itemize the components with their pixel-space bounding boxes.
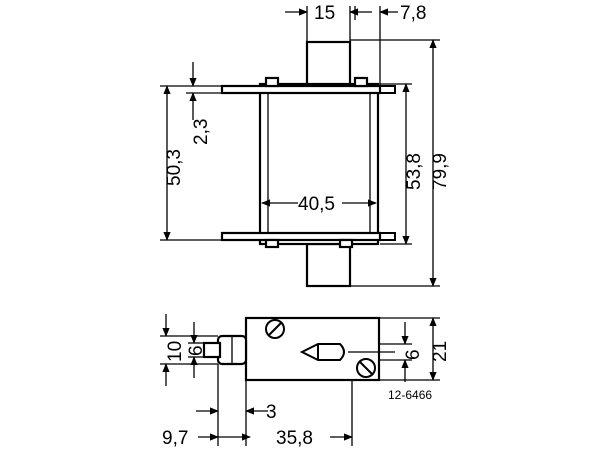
fuse-body [258, 82, 380, 246]
top-view: 15 7,8 50,3 2,3 40,5 [160, 3, 451, 288]
dim-body-height: 53,8 [380, 83, 425, 245]
dim-label-35-8: 35,8 [276, 428, 313, 449]
dim-body-width: 40,5 [261, 194, 377, 215]
dim-body-length: 35,8 [218, 428, 353, 449]
dim-label-9-7: 9,7 [162, 428, 188, 449]
dim-label-21: 21 [430, 341, 451, 362]
dim-blade-height: 50,3 [160, 85, 245, 241]
dim-left-height: 10 [160, 314, 218, 386]
top-contact [305, 40, 352, 88]
dim-slot-height: 6 [379, 322, 424, 382]
dim-label-7-8: 7,8 [400, 3, 426, 24]
top-blade [220, 76, 396, 95]
dim-total-offset: 9,7 [162, 428, 219, 449]
dim-label-3: 3 [266, 402, 277, 423]
dim-label-2-3: 2,3 [191, 119, 212, 145]
bottom-blade [220, 231, 396, 249]
bottom-contact [305, 242, 352, 288]
dim-label-50-3: 50,3 [164, 149, 185, 186]
dim-blade-offset: 2,3 [186, 62, 222, 145]
indicator-slot [299, 343, 395, 361]
dim-label-53-8: 53,8 [404, 153, 425, 190]
screw-icon [356, 358, 376, 378]
dim-contact-width: 15 [285, 3, 372, 42]
screw-icon [265, 319, 285, 339]
dim-offset-right: 7,8 [379, 3, 426, 86]
dim-label-6-left: 6 [186, 345, 207, 356]
dim-label-6-right: 6 [403, 349, 424, 360]
dim-label-40-5: 40,5 [298, 194, 335, 215]
dim-left-inner: 6 [186, 322, 207, 378]
dim-label-79-9: 79,9 [430, 153, 451, 190]
side-view: 10 6 6 21 12-6466 [160, 314, 451, 449]
drawing-code: 12-6466 [388, 388, 432, 402]
dim-label-15: 15 [314, 3, 335, 24]
dim-label-10: 10 [165, 341, 186, 362]
dim-right-height: 21 [379, 317, 451, 381]
dim-overall-height: 79,9 [350, 39, 451, 287]
dim-step: 3 [196, 402, 277, 423]
